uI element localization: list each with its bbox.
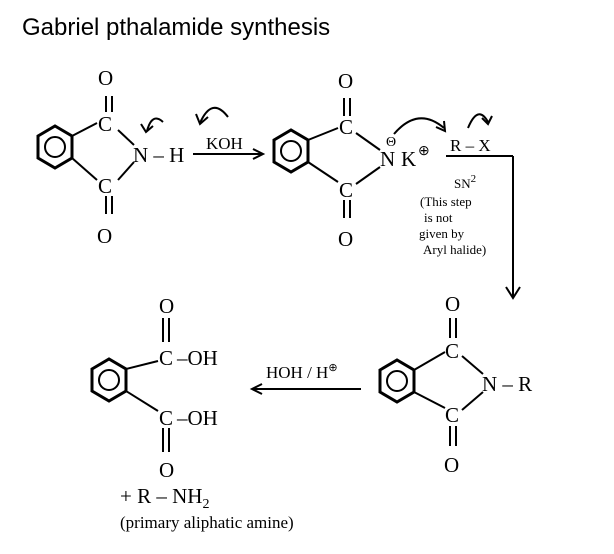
sn2-label: SN2: [454, 173, 476, 191]
carbon-bottom: C: [445, 403, 459, 427]
ring-carbonyl-bond-top: [413, 351, 446, 371]
sn2-text: SN: [454, 176, 471, 191]
oxygen-bottom: O: [444, 453, 459, 477]
sn2-arrow-head: [505, 286, 521, 300]
carbon-nitrogen-bond-bottom: [355, 166, 381, 185]
carbon-nitrogen-bond-bottom: [461, 391, 484, 411]
koh-reaction-arrow: KOH: [193, 134, 266, 160]
carbon-nitrogen-bond-top: [117, 129, 135, 146]
benzene-ring: [378, 358, 416, 404]
amine-description: (primary aliphatic amine): [120, 513, 294, 532]
carbon-top: C: [445, 339, 459, 363]
carbon-bottom: C: [159, 406, 173, 430]
benzene-ring: [272, 128, 310, 174]
carbon-top: C: [339, 115, 353, 139]
note-line-2: is not: [424, 210, 453, 225]
ring-carbonyl-bond-bottom: [413, 391, 446, 409]
koh-label: KOH: [206, 134, 243, 153]
hydroxyl-top: –OH: [176, 346, 218, 370]
benzene-ring-circle: [386, 370, 408, 392]
oxygen-top: O: [98, 66, 113, 90]
curved-arrow-leaving-group-head: [481, 115, 493, 126]
hydrolysis-reaction-arrow: HOH / H⊕: [249, 362, 361, 395]
ring-carbonyl-bond-bottom: [307, 161, 339, 183]
benzene-ring-circle: [44, 136, 66, 158]
sn2-superscript: 2: [471, 173, 477, 185]
n-r-group: N – R: [482, 372, 532, 396]
note-line-3: given by: [419, 226, 465, 241]
oxygen-top: O: [338, 69, 353, 93]
phthalic-acid-molecule: O C –OH C –OH O: [90, 294, 218, 482]
hydrolysis-reagent-label: HOH / H⊕: [266, 362, 338, 382]
h-plus-sign: ⊕: [328, 362, 337, 374]
ring-carboxyl-bond-top: [125, 360, 159, 370]
oxygen-top: O: [159, 294, 174, 318]
n-h-group: N – H: [133, 143, 184, 167]
curved-arrow-leaving-group: [467, 113, 489, 129]
carbon-nitrogen-bond-top: [355, 132, 381, 151]
carbon-top: C: [159, 346, 173, 370]
carbon-nitrogen-bond-bottom: [117, 161, 135, 181]
benzene-ring: [36, 124, 74, 170]
ring-carbonyl-bond-top: [307, 127, 339, 141]
carbon-nitrogen-bond-top: [461, 355, 484, 375]
amine-formula: + R – NH2: [120, 484, 209, 512]
hydrolysis-arrow-head: [249, 383, 263, 395]
ring-carbonyl-bond-bottom: [71, 157, 98, 181]
curved-arrow-n-to-rx: [393, 117, 445, 135]
amine-subscript: 2: [202, 497, 209, 512]
n-alkylphthalimide-molecule: O C C O N – R: [378, 292, 532, 477]
curved-arrow-koh-head: [195, 113, 209, 126]
note-line-4: Aryl halide): [423, 242, 486, 257]
positive-charge-sign: ⊕: [418, 144, 430, 159]
alkyl-halide-label: R – X: [450, 136, 491, 155]
hoh-text: HOH / H: [266, 363, 328, 382]
curved-arrow-koh: [199, 107, 229, 124]
negative-charge-sign: Θ: [386, 135, 396, 150]
koh-arrow-head: [252, 148, 266, 160]
carbon-bottom: C: [339, 178, 353, 202]
oxygen-top: O: [445, 292, 460, 316]
note-line-1: (This step: [420, 194, 472, 209]
amine-formula-text: + R – NH: [120, 484, 202, 508]
ring-carboxyl-bond-bottom: [125, 390, 159, 412]
potassium-ion: K: [401, 147, 416, 171]
benzene-ring: [90, 357, 128, 403]
curved-arrow-n-to-rx-head: [435, 120, 447, 133]
potassium-phthalimide-molecule: O C C O N Θ K ⊕: [272, 69, 447, 251]
nitrogen-anion: N: [380, 147, 395, 171]
phthalimide-molecule: O C C O N – H: [36, 66, 184, 248]
ring-carbonyl-bond-top: [71, 122, 98, 137]
oxygen-bottom: O: [338, 227, 353, 251]
carbon-bottom: C: [98, 174, 112, 198]
sn2-reaction-arrow: SN2 (This step is not given by Aryl hali…: [419, 155, 521, 300]
hydroxyl-bottom: –OH: [176, 406, 218, 430]
benzene-ring-circle: [98, 369, 120, 391]
curved-arrow-nh-head: [140, 123, 154, 134]
curved-arrow-nh: [146, 117, 164, 132]
amine-product: + R – NH2 (primary aliphatic amine): [120, 484, 294, 532]
oxygen-bottom: O: [97, 224, 112, 248]
diagram-title: Gabriel pthalamide synthesis: [22, 14, 331, 41]
carbon-top: C: [98, 112, 112, 136]
oxygen-bottom: O: [159, 458, 174, 482]
benzene-ring-circle: [280, 140, 302, 162]
